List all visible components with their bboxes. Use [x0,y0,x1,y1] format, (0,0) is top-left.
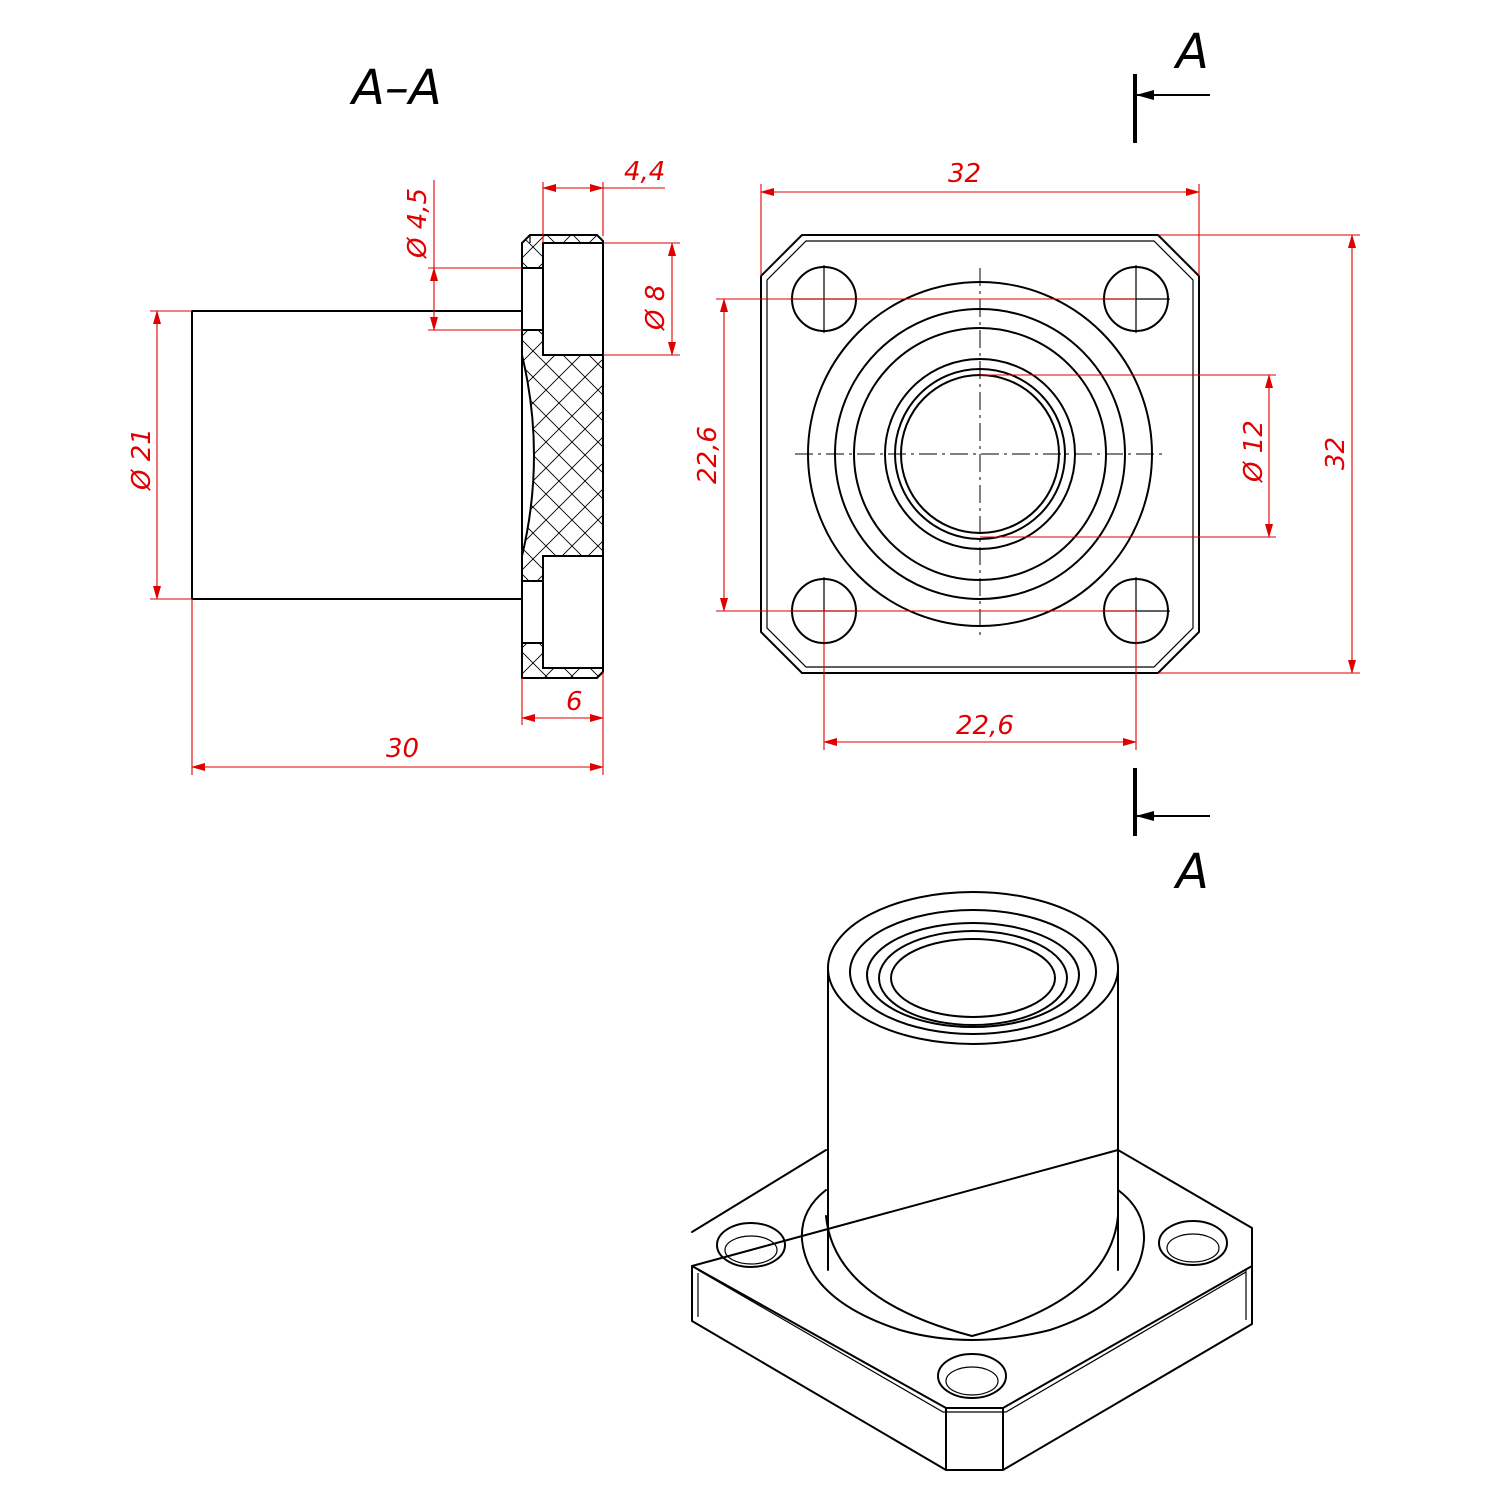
dim-bolt-spacing-horizontal: 22,6 [956,711,1014,741]
iso-bore-outer [878,930,1068,1026]
iso-bolt-hole-front [937,1353,1007,1399]
counterbore-top [542,242,604,356]
section-mark-top: A [1173,24,1209,80]
dim-counterbore-dia: Ø 8 [641,285,671,331]
dim-total-length: 30 [386,734,419,764]
iso-boss-ring [800,1189,1146,1341]
dim-bore-dia: Ø 12 [1239,420,1269,483]
bolt-bore-bottom [521,580,544,644]
section-view: A–A 4,4 Ø 4,5 Ø 8 Ø 21 [127,60,680,775]
dim-bolt-spacing-vertical: 22,6 [693,426,723,484]
section-mark-bottom: A [1173,844,1209,900]
counterbore-bottom [542,555,604,669]
dim-flange-width: 32 [948,159,981,189]
section-title: A–A [349,60,442,116]
iso-bolt-hole-right [1158,1220,1228,1266]
dim-flange-height: 32 [1321,437,1351,470]
dim-bolt-hole-dia: Ø 4,5 [403,188,433,259]
iso-flange-sides [691,1265,1253,1471]
iso-bore [890,938,1056,1018]
dim-flange-width-section: 6 [566,687,583,717]
isometric-view [691,891,1253,1471]
front-view: 32 22,6 Ø 12 32 22,6 A A [693,24,1360,900]
bolt-bore-top [521,267,544,331]
bore-curve [521,354,535,557]
dim-body-dia: Ø 21 [127,428,157,491]
iso-cylinder-top [827,891,1119,1045]
iso-top-ring [849,909,1097,1035]
body-outline [191,310,523,600]
iso-bolt-hole-left [716,1222,786,1268]
iso-top-groove [866,922,1080,1028]
dim-flange-thickness: 4,4 [624,157,665,187]
